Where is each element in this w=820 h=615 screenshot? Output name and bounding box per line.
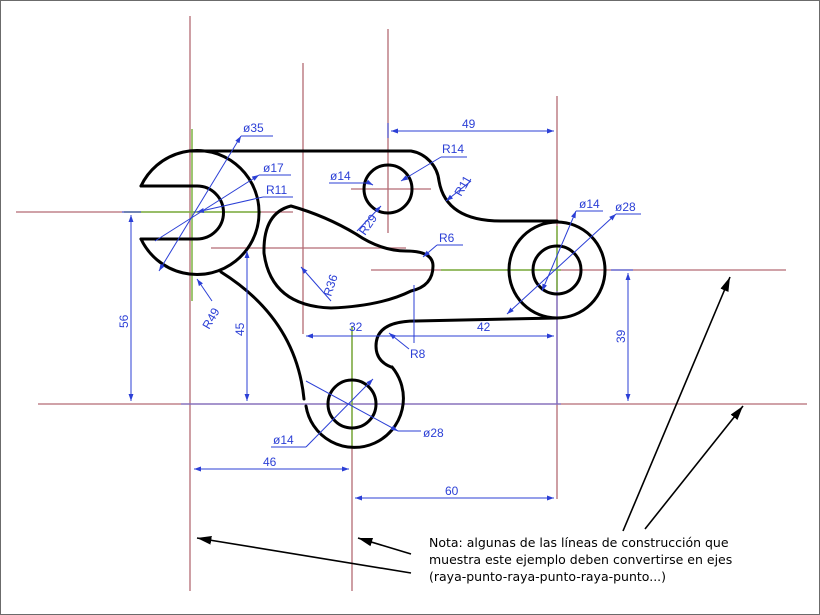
dim-39-label: 39 xyxy=(614,329,628,343)
dim-r49-label: R49 xyxy=(199,305,222,331)
dim-r11-left-label: R11 xyxy=(266,183,287,197)
dim-r8-line xyxy=(388,332,410,350)
dim-r6-line xyxy=(422,244,438,258)
dim-56-label: 56 xyxy=(117,314,131,328)
dim-dia35-line xyxy=(158,135,242,272)
curved-slot xyxy=(262,204,435,310)
dim-32-label: 32 xyxy=(349,320,363,334)
dim-dia17-line xyxy=(154,174,260,242)
note-arrows xyxy=(196,276,744,574)
construction-note: Nota: algunas de las líneas de construcc… xyxy=(429,534,809,585)
note-line-3: (raya-punto-raya-punto-raya-punto...) xyxy=(429,569,667,584)
right-lower-edge xyxy=(374,316,559,369)
dim-r49-line xyxy=(196,278,213,302)
left-curve xyxy=(219,270,306,401)
dim-dia28-bottom-label: ø28 xyxy=(423,426,444,440)
dim-r11-right-label: R11 xyxy=(451,173,474,199)
note-arrow-axis-bottom xyxy=(644,405,744,530)
dim-r14-label: R14 xyxy=(442,142,464,156)
note-line-2: muestra este ejemplo deben convertirse e… xyxy=(429,552,733,567)
dim-r11-left-line xyxy=(196,196,264,213)
dim-r14-line xyxy=(400,156,442,182)
dim-r29-label: R29 xyxy=(356,211,380,237)
dim-45-label: 45 xyxy=(233,322,247,336)
dim-dia17-label: ø17 xyxy=(263,161,284,175)
dim-49-label: 49 xyxy=(462,117,476,131)
hole-bottom xyxy=(326,378,378,430)
dim-dia28-right-line xyxy=(506,213,617,315)
dim-r36-line xyxy=(300,266,332,302)
dimension-labels: 49 42 32 46 60 56 45 39 ø35 ø17 R11 ø14 … xyxy=(117,117,636,498)
dim-r8-label: R8 xyxy=(410,347,426,361)
note-arrow-axis-middle xyxy=(357,537,412,555)
dim-dia35-label: ø35 xyxy=(243,121,264,135)
dim-dia14-right-label: ø14 xyxy=(579,197,600,211)
dim-dia14-bottom-line xyxy=(305,378,374,448)
dim-r36-label: R36 xyxy=(321,272,341,298)
dim-r29-line xyxy=(356,205,382,232)
dim-dia28-bottom-line xyxy=(305,380,399,432)
hole-top xyxy=(362,163,414,215)
dim-r11-right-line xyxy=(445,180,472,202)
dim-60-label: 60 xyxy=(445,484,459,498)
dim-dia28-right-label: ø28 xyxy=(615,200,636,214)
dim-dia14-top-label: ø14 xyxy=(330,169,351,183)
dim-dia14-bottom-label: ø14 xyxy=(273,433,294,447)
boss-bottom xyxy=(304,365,405,449)
note-arrow-axis-right xyxy=(622,276,731,532)
top-edge xyxy=(189,149,559,223)
dim-r6-label: R6 xyxy=(439,231,455,245)
note-arrow-axis-left xyxy=(196,536,412,574)
dim-42-label: 42 xyxy=(477,320,491,334)
note-line-1: Nota: algunas de las líneas de construcc… xyxy=(429,535,729,550)
dim-46-label: 46 xyxy=(263,455,277,469)
dimension-lines xyxy=(122,123,641,501)
construction-lines xyxy=(16,16,807,591)
